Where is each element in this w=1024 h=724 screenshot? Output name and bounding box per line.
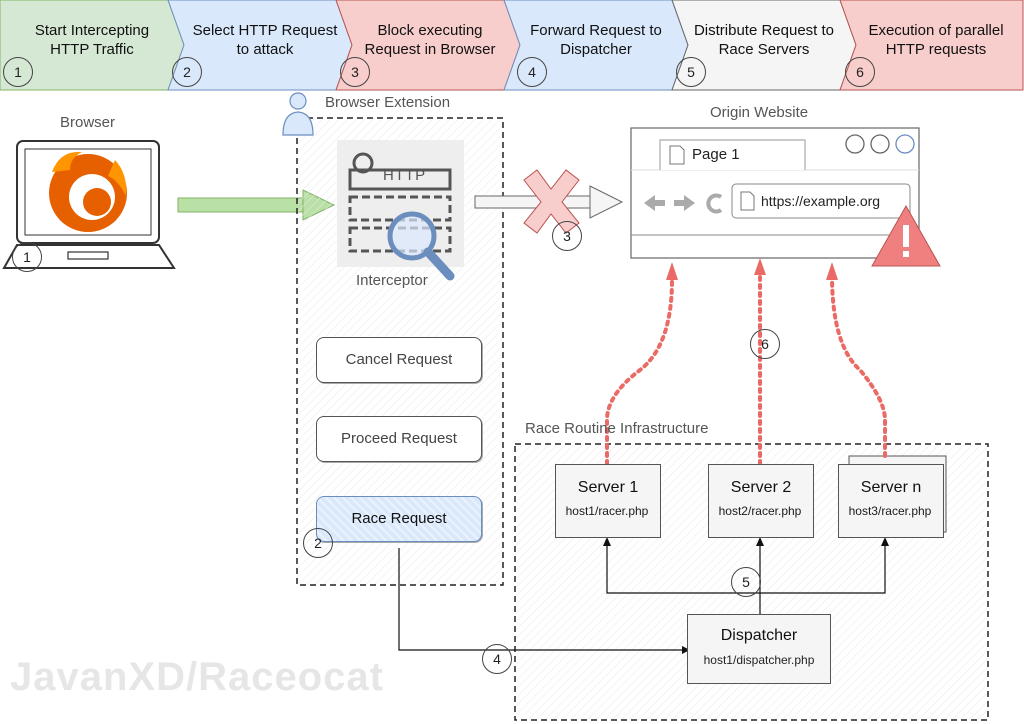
laptop-trackpad (67, 251, 109, 260)
server-2-path-label: host2/racer.php (718, 504, 802, 518)
dispatcher-box: Dispatcher host1/dispatcher.php (687, 614, 831, 684)
dispatcher-name: Dispatcher (720, 627, 798, 644)
server-1-name: Server 1 (577, 479, 639, 496)
step-2-label: Select HTTP Request to attack (192, 22, 338, 58)
server-n-name: Server n (860, 479, 922, 496)
step-5-number: 5 (676, 57, 706, 87)
distribution-arrows (398, 545, 886, 651)
browser-extension-title: Browser Extension (325, 94, 451, 111)
step-2-number: 2 (172, 57, 202, 87)
race-arrowhead-3 (826, 262, 838, 280)
arrowhead-dispatcher (682, 646, 690, 654)
race-request-button[interactable]: Race Request (316, 496, 482, 542)
server-2-name: Server 2 (730, 479, 792, 496)
window-button-3[interactable] (895, 134, 915, 154)
reload-icon[interactable] (706, 193, 723, 214)
step-1-label: Start Intercepting HTTP Traffic (34, 22, 150, 58)
user-icon (282, 92, 314, 136)
server-n-path-label: host3/racer.php (848, 504, 932, 518)
origin-tab-label: Page 1 (692, 146, 740, 163)
block-x-icon (523, 169, 580, 234)
race-request-step-number: 2 (303, 528, 333, 558)
parallel-step-number: 6 (750, 329, 780, 359)
cancel-request-button[interactable]: Cancel Request (316, 337, 482, 383)
origin-tab (659, 139, 806, 170)
step-6-label: Execution of parallel HTTP requests (868, 22, 1004, 58)
step-5-label: Distribute Request to Race Servers (693, 22, 835, 58)
url-page-icon (740, 191, 755, 211)
http-label: HTTP (383, 167, 427, 184)
watermark: JavanXD/Raceocat (10, 655, 384, 699)
server-n-box: Server n (838, 464, 944, 538)
step-6-number: 6 (845, 57, 875, 87)
warning-icon (871, 204, 941, 267)
firefox-icon (49, 151, 127, 232)
race-infrastructure-title: Race Routine Infrastructure (525, 420, 709, 437)
interceptor-icon (337, 140, 464, 281)
origin-url[interactable]: https://example.org (761, 193, 881, 209)
step-1-number: 1 (3, 57, 33, 87)
page-icon (669, 145, 685, 165)
interceptor-label: Interceptor (356, 272, 428, 289)
step-4-number: 4 (517, 57, 547, 87)
step-6-chevron (839, 0, 1024, 91)
window-button-2[interactable] (870, 134, 890, 154)
distribute-step-number: 5 (731, 567, 761, 597)
origin-website-title: Origin Website (710, 104, 809, 121)
arrowhead-server-n (881, 537, 889, 546)
browser-title: Browser (60, 114, 116, 131)
forward-icon[interactable] (674, 195, 695, 211)
step-3-label: Block executing Request in Browser (364, 22, 496, 58)
dispatcher-path: host1/dispatcher.php (703, 653, 815, 667)
back-icon[interactable] (644, 195, 665, 211)
block-step-number: 3 (552, 221, 582, 251)
arrowhead-server-2 (756, 537, 764, 546)
forward-step-number: 4 (482, 644, 512, 674)
race-arrowhead-1 (666, 262, 678, 280)
browser-step-number: 1 (12, 242, 42, 272)
step-3-number: 3 (340, 57, 370, 87)
race-arrowhead-2 (754, 258, 766, 275)
server-2-box: Server 2 (708, 464, 814, 538)
server-1-box: Server 1 host2/racer.php (555, 464, 661, 538)
arrowhead-server-1 (603, 537, 611, 546)
window-button-1[interactable] (845, 134, 865, 154)
address-bar[interactable] (731, 183, 911, 219)
step-4-label: Forward Request to Dispatcher (530, 22, 662, 58)
race-arrows (605, 273, 887, 466)
server-1-path-label: host1/racer.php (565, 504, 649, 518)
proceed-request-button[interactable]: Proceed Request (316, 416, 482, 462)
